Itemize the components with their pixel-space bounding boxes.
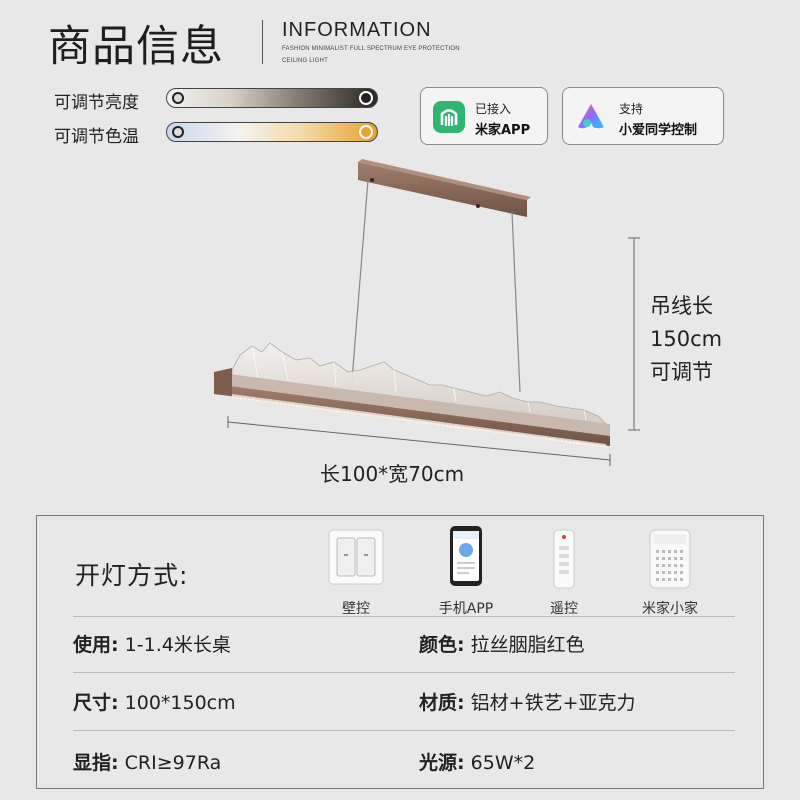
header-subtitle-2: CEILING LIGHT (282, 58, 328, 64)
spec-usage: 使用: 1-1.4米长桌 (73, 630, 231, 657)
hang-length-label: 吊线长 150cm 可调节 (650, 290, 722, 389)
remote-control-icon (553, 529, 575, 589)
slider-start-knob (172, 92, 184, 104)
row-divider (73, 616, 735, 617)
spec-key: 显指: (73, 752, 119, 774)
mode-name: 米家小家 (642, 601, 698, 617)
row-divider (73, 672, 735, 673)
phone-app-icon (450, 526, 482, 586)
spec-size: 尺寸: 100*150cm (73, 688, 236, 715)
hang-length-line3: 可调节 (650, 360, 713, 384)
spec-value: CRI≥97Ra (124, 752, 222, 774)
slider-handle[interactable] (359, 125, 373, 139)
suspension-wire (351, 179, 369, 381)
switch-modes-label: 开灯方式: (75, 561, 189, 590)
spec-material: 材质: 铝材+铁艺+亚克力 (419, 688, 636, 715)
slider-handle[interactable] (359, 91, 373, 105)
spec-value: 100*150cm (124, 692, 236, 714)
spec-key: 材质: (419, 692, 465, 714)
header-english-title: INFORMATION (282, 19, 432, 41)
width-dimension-marker (227, 416, 611, 466)
smart-speaker-icon (649, 529, 691, 589)
mijia-badge: 已接入 米家APP (420, 87, 548, 145)
mode-remote: 遥控 (519, 524, 609, 617)
xiaoai-icon (578, 104, 604, 129)
hang-length-line1: 吊线长 (650, 294, 713, 318)
ceiling-canopy (358, 159, 531, 217)
spec-table: 开灯方式: 壁控 手机APP (36, 515, 764, 789)
crystal-mountain-shade (231, 342, 607, 431)
mode-name: 遥控 (550, 601, 578, 617)
hang-length-line2: 150cm (650, 327, 723, 351)
spec-value: 65W*2 (470, 752, 536, 774)
header-subtitle-1: FASHION MINIMALIST FULL SPECTRUM EYE PRO… (282, 46, 460, 52)
brightness-label: 可调节亮度 (54, 93, 139, 113)
mode-smart-home: 米家小家 (625, 524, 715, 617)
spec-value: 1-1.4米长桌 (124, 634, 231, 656)
spec-value: 拉丝胭脂红色 (470, 634, 585, 656)
height-dimension-marker (628, 237, 640, 431)
spec-key: 尺寸: (73, 692, 119, 714)
mode-wall-switch: 壁控 (311, 524, 401, 617)
brightness-slider[interactable] (166, 88, 378, 108)
wall-switch-icon (328, 529, 384, 585)
crystal-highlight (251, 345, 587, 421)
spec-light-source: 光源: 65W*2 (419, 748, 535, 775)
spec-color: 颜色: 拉丝胭脂红色 (419, 630, 585, 657)
suspension-wire (511, 211, 521, 393)
spec-key: 使用: (73, 634, 119, 656)
header-divider (262, 20, 263, 64)
mijia-badge-line2: 米家APP (475, 123, 531, 138)
xiaoai-badge: 支持 小爱同学控制 (562, 87, 724, 145)
mijia-badge-line1: 已接入 (475, 102, 512, 116)
xiaoai-badge-line2: 小爱同学控制 (619, 123, 698, 138)
color-temp-label: 可调节色温 (54, 127, 139, 147)
spec-key: 颜色: (419, 634, 465, 656)
spec-key: 光源: (419, 752, 465, 774)
mode-name: 壁控 (342, 601, 370, 617)
mijia-icon (433, 101, 465, 133)
spec-value: 铝材+铁艺+亚克力 (470, 692, 636, 714)
spec-cri: 显指: CRI≥97Ra (73, 748, 221, 775)
lamp-body (214, 368, 610, 450)
mode-phone-app: 手机APP (421, 524, 511, 617)
size-label: 长100*宽70cm (320, 462, 465, 486)
color-temp-slider[interactable] (166, 122, 378, 142)
page-title: 商品信息 (48, 22, 224, 72)
row-divider (73, 730, 735, 731)
mode-name: 手机APP (438, 601, 494, 617)
xiaoai-badge-line1: 支持 (619, 102, 644, 116)
slider-start-knob (172, 126, 184, 138)
